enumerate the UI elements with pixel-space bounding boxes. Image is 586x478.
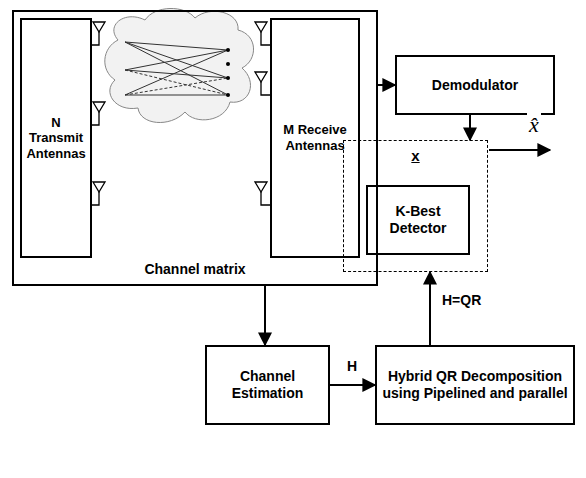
- node-text: K-Best Detector: [372, 203, 464, 237]
- channel-block: Channel matrix N Transmit Antennas M Recei…: [12, 10, 378, 286]
- output-symbol: x̂: [527, 112, 541, 138]
- detector-box: K-Best Detector: [366, 185, 470, 255]
- receive-box: M Receive Antennas: [270, 18, 360, 258]
- transmit-box: N Transmit Antennas: [20, 18, 92, 258]
- process-box: Hybrid QR Decomposition using Pipelined …: [375, 345, 575, 425]
- node-text: Demodulator: [432, 77, 518, 94]
- path-dots: [226, 48, 230, 97]
- node-text: Channel matrix: [144, 261, 245, 278]
- node-text: x: [411, 147, 419, 165]
- node-text: Channel Estimation: [211, 368, 324, 402]
- signal-label: H=QR: [440, 292, 483, 309]
- signal-arrow: [378, 84, 395, 86]
- signal-arrow: [264, 286, 266, 345]
- signal-arrow: [330, 384, 375, 386]
- process-box: Channel Estimation: [205, 345, 330, 425]
- signal-label: H: [345, 358, 359, 375]
- receive-antennas: [255, 22, 270, 205]
- multipath-lines: [125, 42, 228, 95]
- output-arrow: [489, 149, 550, 151]
- node-text: Hybrid QR Decomposition using Pipelined …: [381, 368, 569, 402]
- signal-arrow: [469, 115, 471, 140]
- node-text: N Transmit Antennas: [26, 115, 86, 162]
- detector-group: xK-Best Detector: [343, 140, 488, 272]
- process-box: Demodulator: [395, 55, 555, 115]
- signal-arrow: [429, 272, 431, 345]
- transmit-antennas: [90, 22, 105, 205]
- node-text: M Receive Antennas: [276, 122, 354, 153]
- scatter-cloud: [105, 8, 254, 122]
